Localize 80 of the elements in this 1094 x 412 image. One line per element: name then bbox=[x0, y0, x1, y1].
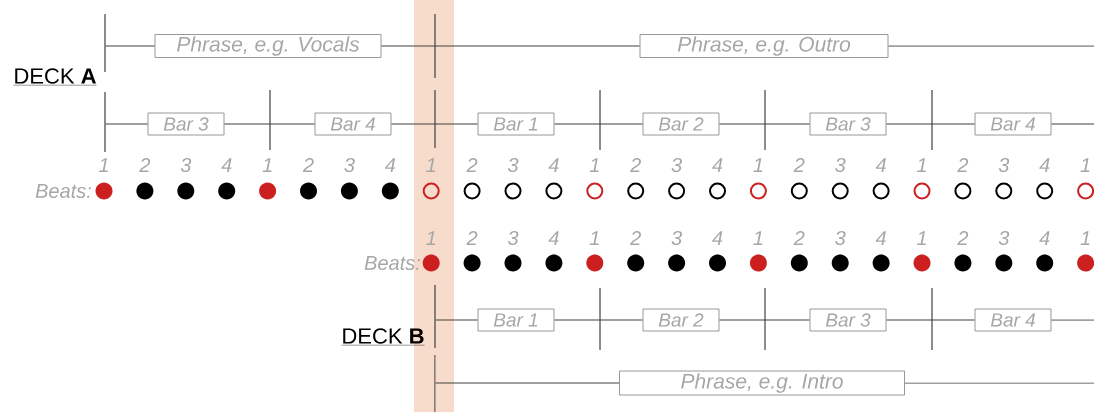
beat-number: 1 bbox=[98, 158, 108, 172]
beat-number: 4 bbox=[712, 158, 723, 172]
beat-number: 3 bbox=[835, 230, 846, 246]
beat-number: 4 bbox=[875, 158, 886, 172]
beat-number: 2 bbox=[466, 231, 478, 245]
beat-number: 1 bbox=[753, 231, 763, 245]
beat-number: 4 bbox=[712, 231, 723, 245]
beat-number: 4 bbox=[548, 158, 559, 172]
beat-number: 4 bbox=[1039, 158, 1050, 172]
beat-number: 2 bbox=[793, 231, 805, 245]
beat-number: 2 bbox=[957, 231, 969, 245]
beat-number: 3 bbox=[180, 157, 192, 173]
beat-number: 1 bbox=[753, 158, 763, 172]
beat-number: 2 bbox=[793, 158, 805, 172]
timeline-line bbox=[223, 123, 316, 125]
beat-number: 1 bbox=[426, 231, 436, 245]
timeline-line bbox=[435, 319, 479, 321]
timeline-line bbox=[718, 123, 811, 125]
timeline-line bbox=[105, 45, 156, 47]
bar-box: Bar 3 bbox=[147, 112, 225, 136]
beat-number: 1 bbox=[426, 158, 436, 172]
timeline-line bbox=[1050, 123, 1094, 125]
beat-number: 1 bbox=[916, 231, 926, 245]
beats-label: Beats: bbox=[364, 256, 420, 270]
beat-number: 4 bbox=[548, 231, 559, 245]
timeline-tick bbox=[104, 14, 106, 72]
timeline-line bbox=[105, 123, 149, 125]
deck-label: DECK A bbox=[13, 68, 97, 86]
phrase-box: Phrase, e.g. Outro bbox=[639, 34, 889, 58]
beat-number: 3 bbox=[998, 157, 1010, 173]
beat-number: 1 bbox=[262, 158, 272, 172]
beat-number: 3 bbox=[507, 157, 519, 173]
beat-number: 1 bbox=[589, 158, 599, 172]
bar-box: Bar 3 bbox=[809, 112, 887, 136]
timeline-line bbox=[380, 45, 641, 47]
timeline-line bbox=[1050, 319, 1094, 321]
beat-number: 2 bbox=[630, 231, 641, 245]
timeline-line bbox=[553, 319, 644, 321]
beats-label: Beats: bbox=[35, 184, 91, 198]
timeline-tick bbox=[104, 92, 106, 152]
beat-number: 2 bbox=[302, 158, 314, 172]
beat-number: 3 bbox=[998, 230, 1010, 246]
bar-box: Bar 2 bbox=[642, 308, 720, 332]
bar-box: Bar 4 bbox=[974, 308, 1052, 332]
beat-number: 1 bbox=[1080, 158, 1090, 172]
beat-number: 3 bbox=[507, 230, 519, 246]
beat-number: 3 bbox=[671, 157, 682, 173]
beat-number: 3 bbox=[835, 157, 846, 173]
beat-number: 2 bbox=[466, 158, 478, 172]
timeline-line bbox=[553, 123, 644, 125]
timeline-line bbox=[718, 319, 811, 321]
bar-box: Bar 2 bbox=[642, 112, 720, 136]
beat-number: 2 bbox=[139, 158, 151, 172]
bar-box: Bar 3 bbox=[809, 308, 887, 332]
beat-number: 4 bbox=[221, 158, 232, 172]
bar-box: Bar 1 bbox=[477, 112, 555, 136]
beat-number: 4 bbox=[875, 231, 886, 245]
timeline-line bbox=[435, 382, 620, 384]
beat-number: 2 bbox=[630, 158, 641, 172]
beat-number: 3 bbox=[671, 230, 682, 246]
phrase-box: Phrase, e.g. Intro bbox=[619, 370, 905, 396]
deck-label: DECK B bbox=[341, 328, 425, 346]
timeline-line bbox=[885, 319, 976, 321]
bar-box: Bar 1 bbox=[477, 308, 555, 332]
beat-number: 2 bbox=[957, 158, 969, 172]
timeline-line bbox=[887, 45, 1094, 47]
timeline-line bbox=[904, 382, 1094, 384]
beat-number: 3 bbox=[344, 157, 355, 173]
phrase-box: Phrase, e.g. Vocals bbox=[154, 34, 382, 58]
bar-box: Bar 4 bbox=[974, 112, 1052, 136]
beat-number: 1 bbox=[589, 231, 599, 245]
timeline-line bbox=[390, 123, 479, 125]
bar-box: Bar 4 bbox=[314, 112, 392, 136]
timeline-tick bbox=[434, 355, 436, 412]
beat-number: 4 bbox=[384, 158, 396, 172]
beat-number: 1 bbox=[1080, 231, 1090, 245]
timeline-tick bbox=[434, 285, 436, 348]
timeline-line bbox=[885, 123, 976, 125]
beat-number: 1 bbox=[916, 158, 926, 172]
beat-number: 4 bbox=[1039, 231, 1050, 245]
